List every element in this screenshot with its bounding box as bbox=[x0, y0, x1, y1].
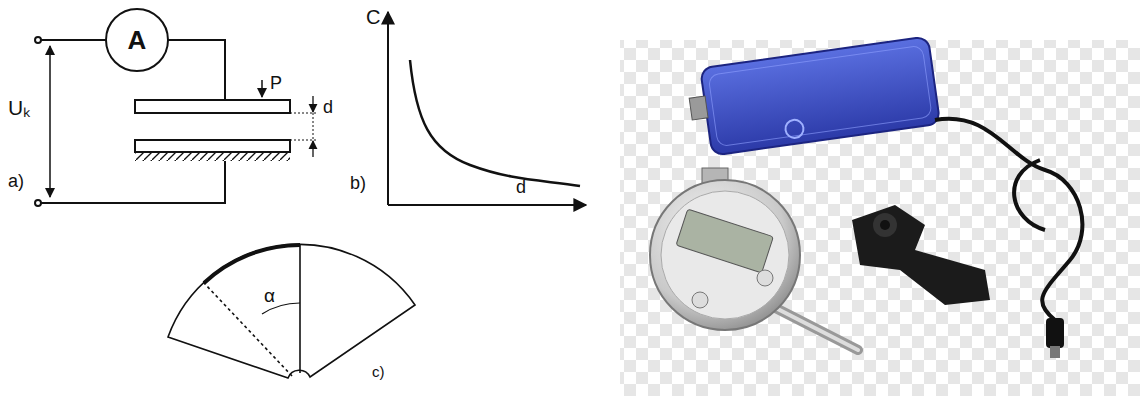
axis-label: C bbox=[366, 6, 380, 28]
voltage-label: Uₖ bbox=[8, 96, 30, 119]
gap-label: d bbox=[323, 98, 333, 118]
axis-label: d bbox=[516, 178, 526, 198]
panel-letter: c) bbox=[372, 364, 385, 381]
panel-letter: b) bbox=[350, 174, 366, 194]
capacitance-graph bbox=[388, 12, 586, 205]
meter-letter: A bbox=[128, 27, 147, 53]
circuit bbox=[35, 37, 318, 206]
sensor-photo bbox=[650, 36, 1082, 358]
force-label: P bbox=[270, 74, 282, 94]
angle-label: α bbox=[264, 286, 275, 307]
sector-plate bbox=[168, 244, 415, 378]
panel-letter: a) bbox=[8, 172, 24, 192]
ammeter-circle: A bbox=[105, 8, 169, 72]
